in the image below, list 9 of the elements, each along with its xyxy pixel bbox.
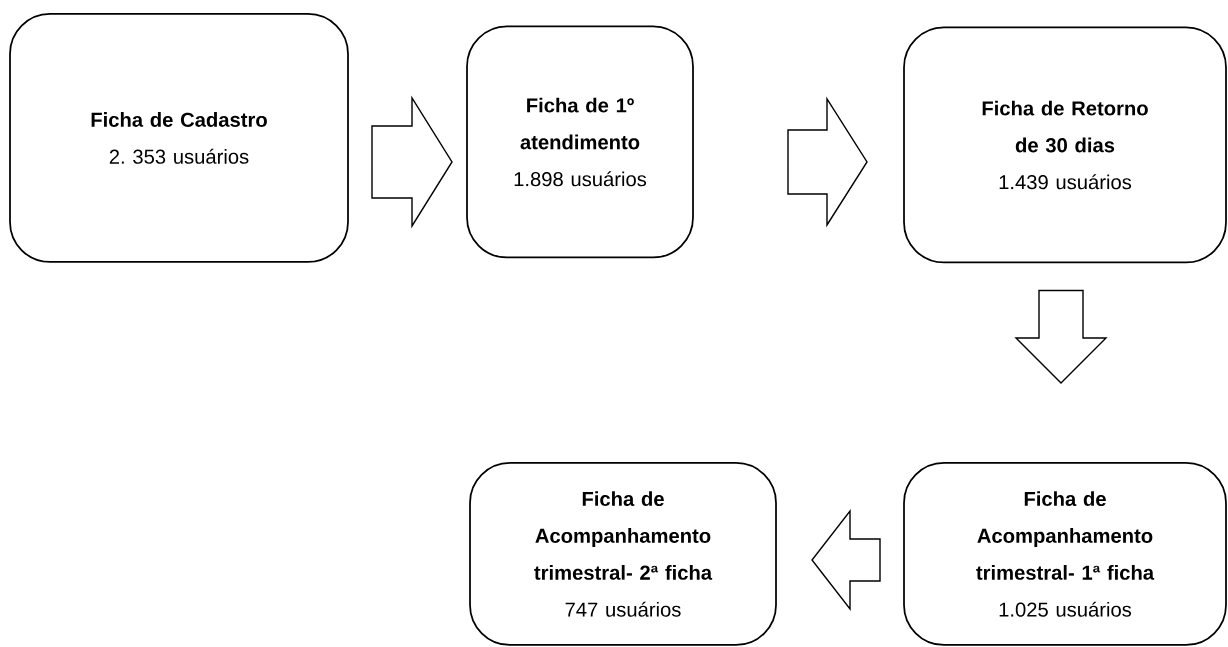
process-box: Ficha de Acompanhamento trimestral- 2ª ficha 747 usuários (469, 462, 777, 646)
block-arrow (811, 508, 881, 612)
process-box: Ficha de 1º atendimento 1.898 usuários (466, 25, 694, 259)
block-arrow (371, 95, 453, 229)
process-box: Ficha de Retorno de 30 dias 1.439 usuários (903, 26, 1227, 264)
process-box: Ficha de Cadastro 2. 353 usuários (9, 13, 349, 263)
block-arrow (1014, 289, 1108, 384)
process-box: Ficha de Acompanhamento trimestral- 1ª ficha 1.025 usuários (903, 462, 1227, 646)
block-arrow (787, 96, 868, 228)
